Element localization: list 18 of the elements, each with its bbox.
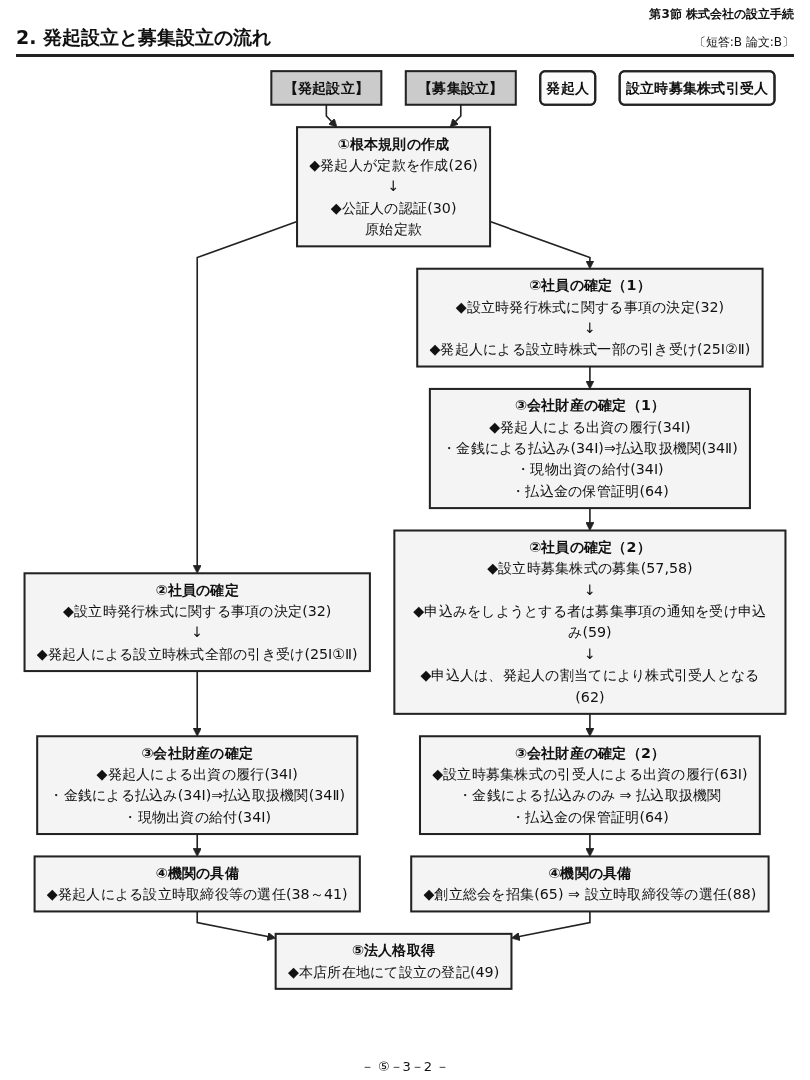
node-box: ②社員の確定（1） ◆設立時発行株式に関する事項の決定(32) ↓ ◆発起人による設立時株式一部の引き受け(25Ⅰ②Ⅱ) — [416, 267, 764, 368]
section-title: 2. 発起設立と募集設立の流れ — [16, 25, 272, 50]
node-box: ③会社財産の確定（2） ◆設立時募集株式の引受人による出資の履行(63Ⅰ) ・金銭による払込みのみ ⇒ 払込取扱機関 ・払込金の保管証明(64) — [418, 735, 761, 836]
node-box: ④機関の具備 ◆発起人による設立時取締役等の選任(38～41) — [33, 855, 361, 913]
node-box: ④機関の具備 ◆創立総会を招集(65) ⇒ 設立時取締役等の選任(88) — [410, 855, 770, 913]
node-box: ②社員の確定（2） ◆設立時募集株式の募集(57,58) ↓ ◆申込みをしようとする者は募集事項の通知を受け申込み(59) ↓ ◆申込人は、発起人の割当てにより株式引受人となる(62) — [393, 529, 787, 715]
node-box: ③会社財産の確定 ◆発起人による出資の履行(34Ⅰ) ・金銭による払込み(34Ⅰ)⇒払込取扱機関(34Ⅱ) ・現物出資の給付(34Ⅰ) — [36, 735, 359, 836]
node-box: 【募集設立】 — [404, 70, 517, 106]
rank-note: 〔短答:B 論文:B〕 — [693, 34, 794, 51]
node-box: ①根本規則の作成 ◆発起人が定款を作成(26) ↓ ◆公証人の認証(30) 原始定款 — [296, 126, 492, 248]
node-box: ⑤法人格取得 ◆本店所在地にて設立の登記(49) — [274, 932, 513, 990]
node-box: ③会社財産の確定（1） ◆発起人による出資の履行(34Ⅰ) ・金銭による払込み(34Ⅰ)⇒払込取扱機関(34Ⅱ) ・現物出資の給付(34Ⅰ) ・払込金の保管証明(64) — [428, 387, 751, 510]
node-box: ②社員の確定 ◆設立時発行株式に関する事項の決定(32) ↓ ◆発起人による設立時株式全部の引き受け(25Ⅰ①Ⅱ) — [23, 572, 371, 673]
node-box: 【発起設立】 — [270, 70, 383, 106]
running-header: 第3節 株式会社の設立手続 — [649, 6, 794, 23]
arrow — [585, 713, 595, 737]
arrow — [192, 220, 298, 574]
page-number: － ⑤－3－2 － — [360, 1058, 450, 1076]
